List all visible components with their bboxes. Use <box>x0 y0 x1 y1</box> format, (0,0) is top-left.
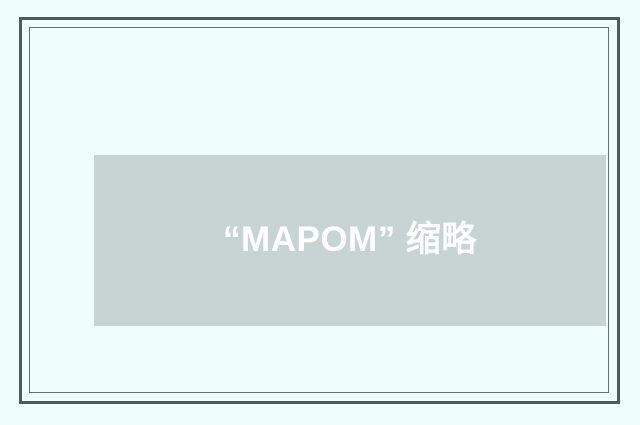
placeholder-image-panel: “MAPOM” 缩略 <box>94 155 606 326</box>
outer-frame-border: “MAPOM” 缩略 <box>19 17 620 404</box>
inner-frame-border: “MAPOM” 缩略 <box>29 27 609 393</box>
placeholder-caption: “MAPOM” 缩略 <box>223 220 477 260</box>
